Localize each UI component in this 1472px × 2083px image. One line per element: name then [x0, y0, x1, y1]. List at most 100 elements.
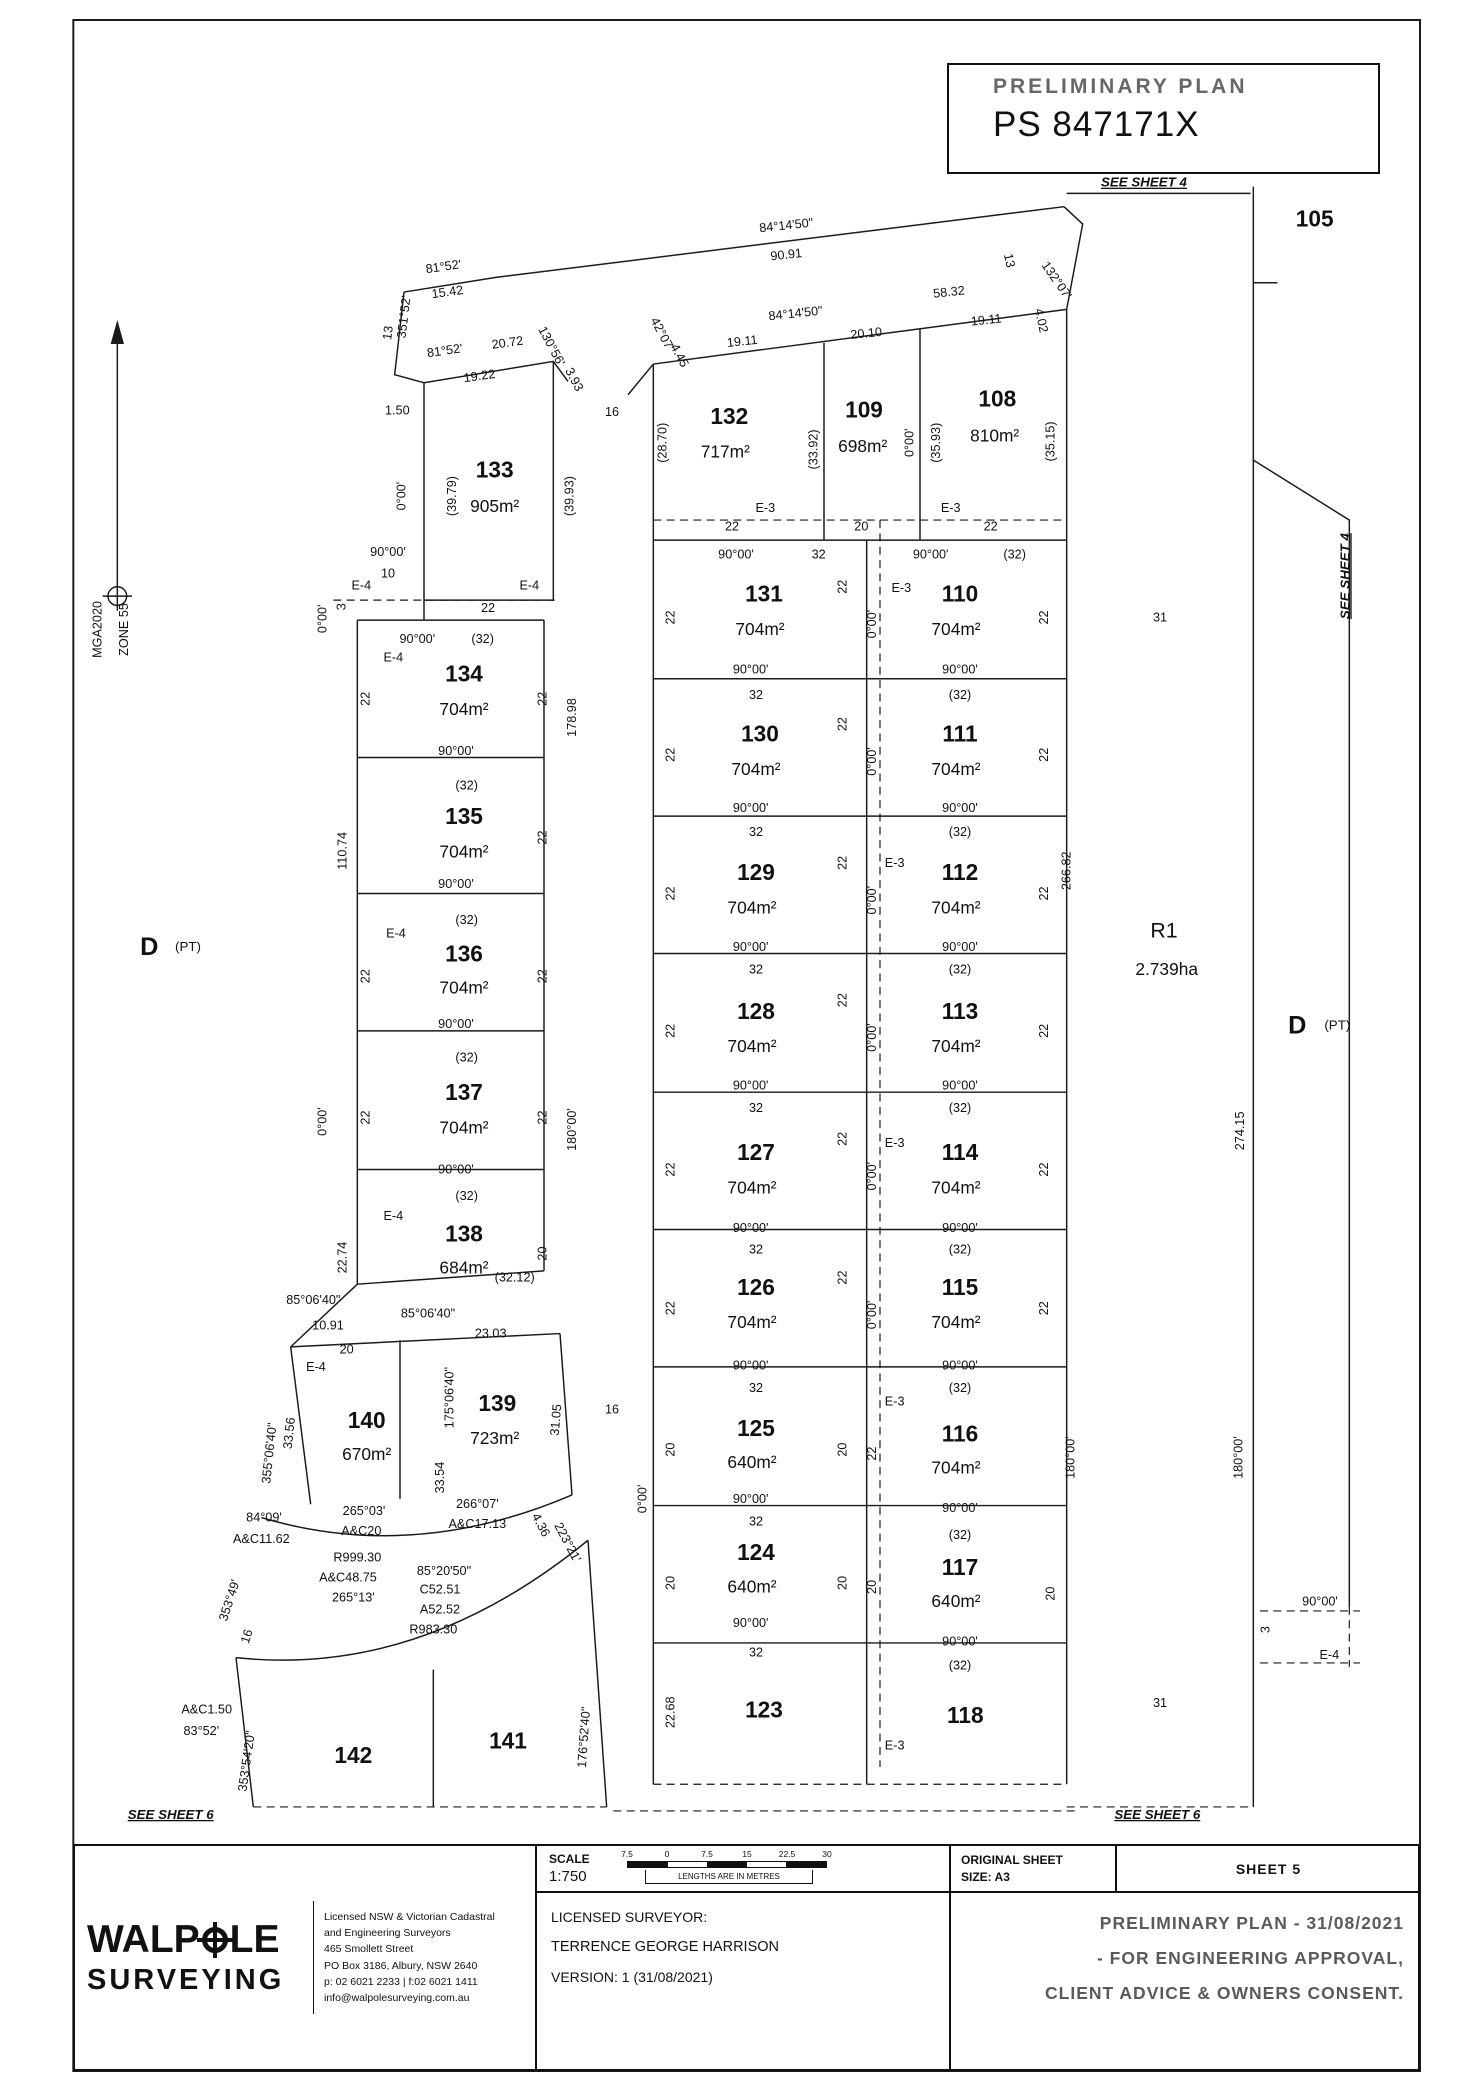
plan-measurement: 20: [1044, 1587, 1058, 1601]
plan-measurement: 90°00': [733, 1616, 769, 1630]
lot-number-136: 136: [445, 940, 483, 966]
plan-measurement: 90°00': [942, 801, 978, 815]
plan-measurement: A52.52: [420, 1603, 460, 1617]
plan-measurement: 20: [664, 1576, 678, 1590]
plan-measurement: 3: [334, 603, 348, 610]
approval-line: PRELIMINARY PLAN - 31/08/2021: [1099, 1913, 1404, 1933]
plan-measurement: 355°06'40": [259, 1422, 279, 1484]
plan-measurement: 58.32: [932, 283, 965, 300]
plan-measurement: 33.56: [281, 1417, 298, 1450]
lot-area: 704m²: [731, 759, 780, 779]
licensed-surveyor-cell: LICENSED SURVEYOR: TERRENCE GEORGE HARRI…: [535, 1893, 949, 2069]
plan-measurement: 22: [1037, 1024, 1051, 1038]
lot-area: 670m²: [342, 1444, 391, 1464]
lot-number-124: 124: [737, 1539, 775, 1565]
plan-measurement: A&C11.62: [233, 1532, 290, 1546]
lot-area: 704m²: [931, 1312, 980, 1332]
lot-number-114: 114: [942, 1139, 979, 1165]
lot-area: 640m²: [727, 1576, 776, 1596]
lot-area: 684m²: [439, 1258, 488, 1278]
plan-measurement: 110.74: [336, 832, 350, 870]
plan-measurement: 32: [749, 1645, 763, 1659]
plan-measurement: 22: [664, 1301, 678, 1315]
plan-measurement: 22: [836, 1270, 850, 1284]
plan-measurement: 90°00': [733, 940, 769, 954]
plan-measurement: E-4: [1319, 1648, 1339, 1662]
lot-number-128: 128: [737, 998, 775, 1024]
plan-measurement: (32): [949, 1101, 972, 1115]
lot-number-133: 133: [476, 456, 514, 482]
plan-measurement: (32): [455, 778, 478, 792]
plan-version: VERSION: 1 (31/08/2021): [551, 1969, 713, 1985]
plan-measurement: 16: [605, 405, 619, 419]
lot-number-130: 130: [741, 720, 779, 746]
plan-measurement: 90°00': [733, 1221, 769, 1235]
plan-measurement: 90.91: [770, 246, 803, 263]
plan-measurement: 20.72: [491, 334, 524, 352]
plan-measurement: 31.05: [548, 1403, 565, 1436]
plan-measurement: E-3: [755, 501, 775, 515]
lot-number-112: 112: [942, 859, 979, 885]
plan-measurement: 19.11: [726, 333, 758, 350]
lot-number-111: 111: [942, 720, 977, 746]
plan-measurement: 132°07': [1039, 259, 1075, 302]
plan-measurement: 85°06'40": [401, 1307, 455, 1321]
scale-label: SCALE: [549, 1852, 590, 1866]
plan-measurement: 22: [836, 993, 850, 1007]
title-block: PRELIMINARY PLAN PS 847171X: [947, 63, 1380, 174]
plan-measurement: 19.11: [970, 312, 1002, 329]
plan-measurement: 0°00': [865, 747, 879, 776]
sheet-reference: SEE SHEET 6: [1114, 1807, 1201, 1822]
plan-measurement: 22: [725, 520, 739, 534]
plan-measurement: 22: [536, 969, 550, 983]
plan-measurement: 90°00': [718, 548, 754, 562]
lot-number-113: 113: [942, 998, 979, 1024]
lot-number-126: 126: [737, 1274, 775, 1300]
plan-measurement: 22: [481, 601, 495, 615]
plan-measurement: 3: [1258, 1626, 1272, 1633]
original-sheet-label: ORIGINAL SHEET: [961, 1853, 1063, 1867]
scale-units-note: LENGTHS ARE IN METRES: [645, 1869, 813, 1884]
plan-measurement: 180°00': [1232, 1436, 1246, 1479]
plan-measurement: (35.15): [1044, 421, 1058, 461]
address-line: info@walpolesurveying.com.au: [324, 1992, 470, 2005]
plan-measurement: E-3: [891, 581, 911, 595]
lot-number-108: 108: [978, 386, 1016, 412]
plan-measurement: 84°14'50": [768, 304, 823, 324]
plan-measurement: E-4: [306, 1360, 326, 1374]
lot-number-127: 127: [737, 1139, 775, 1165]
sheet-info-cell: ORIGINAL SHEET SIZE: A3 SHEET 5: [949, 1846, 1420, 1893]
plan-measurement: 90°00': [438, 877, 474, 891]
lot-area: 905m²: [470, 496, 519, 516]
lot-number-138: 138: [445, 1221, 483, 1247]
plan-measurement: 20.10: [850, 325, 883, 342]
lot-area: 2.739ha: [1135, 959, 1198, 979]
plan-measurement: 20: [536, 1246, 550, 1260]
plan-measurement: 353°49': [216, 1578, 242, 1623]
plan-measurement: (39.93): [562, 476, 576, 516]
plan-measurement: 90°00': [438, 744, 474, 758]
plan-measurement: 22: [1037, 1162, 1051, 1176]
plan-measurement: (32): [949, 1243, 972, 1257]
plan-measurement: (32): [949, 1381, 972, 1395]
plan-measurement: 0°00': [394, 482, 408, 511]
scale-bar-segments: [627, 1860, 827, 1868]
plan-measurement: (32.12): [495, 1271, 535, 1285]
plan-measurement: 90°00': [942, 1221, 978, 1235]
plan-measurement: 83°52': [184, 1724, 220, 1738]
plan-measurement: (32): [455, 1189, 478, 1203]
plan-measurement: 22: [836, 717, 850, 731]
plan-measurement: 0°00': [316, 604, 330, 633]
plan-measurement: 90°00': [733, 1079, 769, 1093]
plan-measurement: 90°00': [733, 662, 769, 676]
plan-measurement: 22: [536, 830, 550, 844]
plan-status-label: PRELIMINARY PLAN: [993, 75, 1248, 98]
plan-measurement: 32: [749, 962, 763, 976]
scale-tick: 30: [822, 1848, 832, 1859]
lot-area: 698m²: [838, 436, 887, 456]
plan-measurement: R999.30: [333, 1551, 381, 1565]
lot-number-141: 141: [489, 1727, 527, 1753]
plan-measurement: 223°21': [551, 1520, 583, 1564]
plan-measurement: 33.54: [433, 1462, 447, 1494]
wordmark-left: WALP: [87, 1918, 200, 1961]
